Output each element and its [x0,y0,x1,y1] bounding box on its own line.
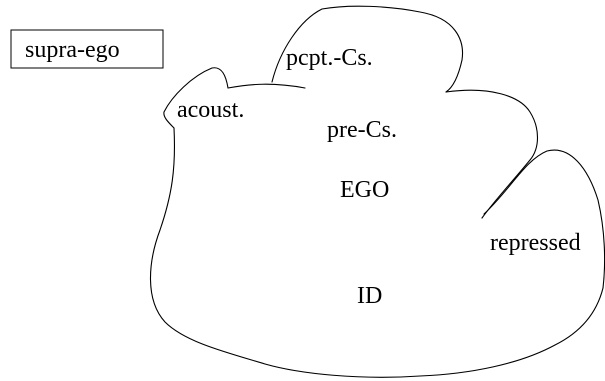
pre-cs-label: pre-Cs. [327,117,397,143]
supra-ego-frame [10,29,164,69]
repressed-lobe-outline [483,149,605,289]
id-label: ID [357,283,382,309]
acoust-cap-outline [163,67,229,129]
pcpt-cs-label: pcpt.-Cs. [286,45,373,71]
ego-id-body-outline [149,127,604,378]
pcpt-cs-cap-outline [271,5,464,93]
acoust-label: acoust. [177,97,244,123]
pcpt-cs-boundary [227,83,306,89]
supra-ego-box: supra-ego [10,29,164,69]
repressed-label: repressed [490,230,581,256]
supra-ego-label: supra-ego [25,37,120,63]
ego-label: EGO [340,177,389,203]
pre-cs-right-outline [445,89,539,219]
